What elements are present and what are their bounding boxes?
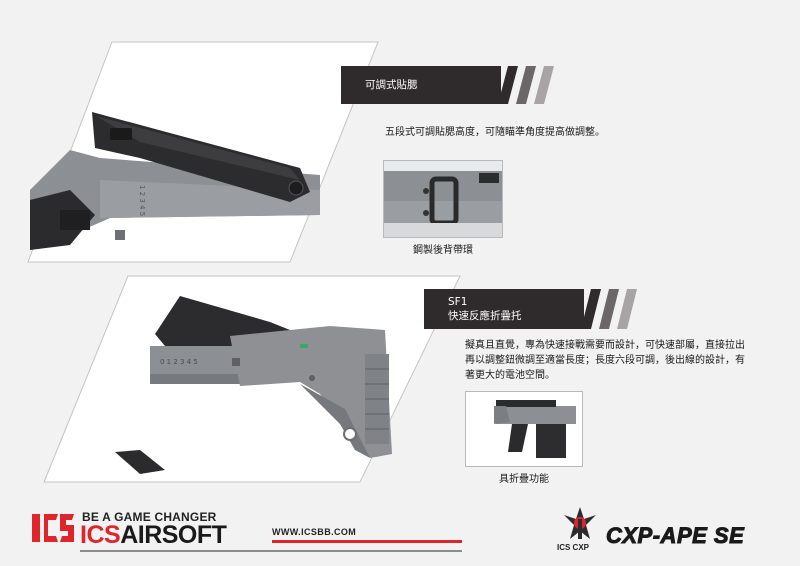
brand-ics: ICS bbox=[80, 521, 121, 549]
tagline: BE A GAME CHANGER bbox=[82, 510, 217, 524]
section1-description: 五段式可調貼腮高度，可隨瞄準角度提高做調整。 bbox=[385, 127, 605, 138]
cheek-rest-photo: 1 2 3 4 5 bbox=[27, 41, 379, 263]
folded-stock-thumbnail bbox=[465, 391, 583, 467]
sub-brand: ICS CXP bbox=[557, 543, 590, 552]
sling-mount-thumbnail bbox=[383, 160, 503, 238]
website-link[interactable]: WWW.ICSBB.COM bbox=[272, 527, 357, 537]
section2-description-line: 再以調整鈕微調至適當長度；長度六段可調，後出線的設計，有 bbox=[465, 355, 745, 366]
sling-mount-photo bbox=[384, 161, 502, 237]
stock-scale-label: 0 1 2 3 4 5 bbox=[160, 358, 198, 366]
section2-title-line2: 快速反應折疊托 bbox=[448, 310, 522, 322]
model-name: CXP-APE SE bbox=[605, 523, 745, 549]
folding-stock-photo: 0 1 2 3 4 5 bbox=[43, 275, 461, 483]
ics-logo-icon bbox=[32, 514, 74, 542]
folded-stock-photo bbox=[466, 392, 582, 466]
section2-description-line: 著更大的電池空間。 bbox=[465, 370, 555, 381]
section1-title: 可調式貼腮 bbox=[365, 79, 418, 91]
section2-description: 擬真且直覺，專為快速接戰需要而設計，可快速部屬，直接拉出 再以調整鈕微調至適當長… bbox=[465, 338, 775, 383]
section1-thumb-caption: 鋼製後背帶環 bbox=[413, 245, 473, 256]
section2-header: SF1 快速反應折疊托 bbox=[424, 289, 584, 329]
section2-title-line1: SF1 bbox=[448, 296, 468, 308]
cxp-emblem-icon bbox=[564, 507, 596, 539]
section2-description-line: 擬真且直覺，專為快速接戰需要而設計，可快速部屬，直接拉出 bbox=[465, 340, 745, 351]
folding-stock-photo-panel: 0 1 2 3 4 5 bbox=[0, 274, 462, 484]
footer-grey-line bbox=[80, 550, 462, 552]
header-stripes-icon bbox=[581, 289, 637, 329]
brand-name: ICSAIRSOFT bbox=[80, 521, 227, 550]
footer-red-line bbox=[272, 540, 462, 543]
svg-text:1 2 3 4 5: 1 2 3 4 5 bbox=[138, 185, 146, 216]
section1-header: 可調式貼腮 bbox=[341, 66, 501, 104]
section2-thumb-caption: 具折疊功能 bbox=[499, 474, 549, 485]
cheek-rest-photo-panel: 1 2 3 4 5 bbox=[0, 40, 380, 270]
header-stripes-icon bbox=[498, 66, 554, 104]
brand-airsoft: AIRSOFT bbox=[120, 521, 227, 549]
